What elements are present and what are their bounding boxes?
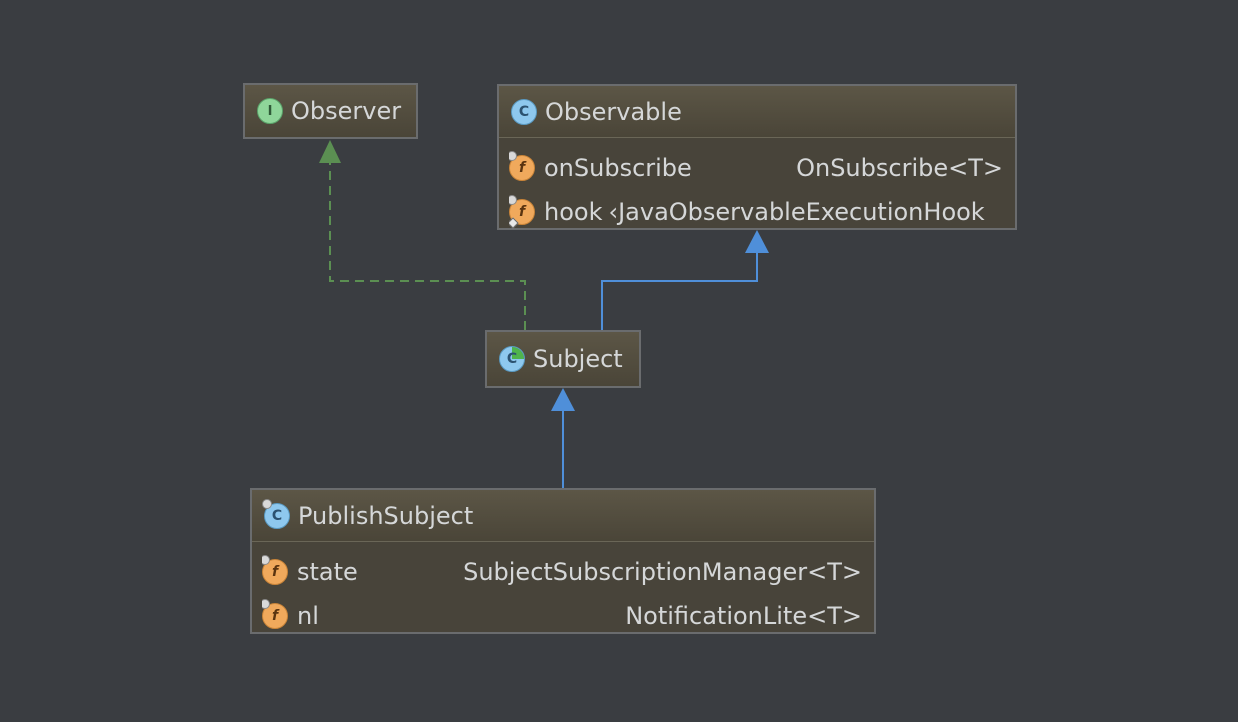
uml-node-subject[interactable]: C Subject bbox=[485, 330, 641, 388]
field-name: hook bbox=[544, 198, 603, 226]
abstract-class-icon: C bbox=[499, 346, 525, 372]
class-icon: C bbox=[511, 98, 537, 125]
field-list: f state SubjectSubscriptionManager<T> f … bbox=[252, 542, 874, 638]
edge-publishsubject-extends-subject bbox=[551, 388, 575, 489]
edge-subject-extends-observable bbox=[601, 230, 769, 330]
node-title: Subject bbox=[533, 345, 623, 373]
pin-icon bbox=[262, 498, 272, 509]
pin-icon bbox=[262, 555, 270, 565]
node-title: PublishSubject bbox=[298, 501, 474, 530]
uml-node-observer[interactable]: I Observer bbox=[243, 83, 418, 139]
field-row[interactable]: f hook ‹JavaObservableExecutionHook bbox=[509, 190, 1003, 234]
field-type: OnSubscribe<T> bbox=[796, 154, 1003, 182]
field-type: NotificationLite<T> bbox=[625, 602, 862, 630]
field-name: onSubscribe bbox=[544, 154, 692, 182]
pin-icon bbox=[509, 151, 517, 161]
extends-arrowhead bbox=[551, 388, 575, 411]
field-row[interactable]: f state SubjectSubscriptionManager<T> bbox=[262, 550, 862, 594]
final-class-icon: C bbox=[262, 498, 290, 529]
field-type: ‹JavaObservableExecutionHook bbox=[608, 198, 985, 226]
static-marker-icon bbox=[509, 217, 519, 229]
pin-icon bbox=[262, 599, 270, 609]
node-header: C Subject bbox=[487, 332, 639, 386]
field-name: nl bbox=[297, 602, 319, 630]
uml-node-observable[interactable]: C Observable f onSubscribe OnSubscribe<T… bbox=[497, 84, 1017, 230]
field-icon: f bbox=[262, 599, 288, 629]
field-icon: f bbox=[262, 555, 288, 585]
field-name: state bbox=[297, 558, 358, 586]
edge-subject-implements-observer bbox=[319, 140, 526, 330]
interface-icon: I bbox=[257, 98, 283, 124]
static-field-icon: f bbox=[509, 195, 535, 229]
pin-icon bbox=[509, 195, 517, 205]
extends-arrowhead bbox=[745, 230, 769, 253]
node-header: C PublishSubject bbox=[252, 490, 874, 542]
field-icon: f bbox=[509, 151, 535, 181]
implements-arrowhead bbox=[319, 140, 341, 163]
node-header: I Observer bbox=[245, 85, 416, 137]
field-row[interactable]: f nl NotificationLite<T> bbox=[262, 594, 862, 638]
field-row[interactable]: f onSubscribe OnSubscribe<T> bbox=[509, 146, 1003, 190]
node-title: Observer bbox=[291, 97, 402, 125]
node-title: Observable bbox=[545, 97, 682, 126]
field-type: SubjectSubscriptionManager<T> bbox=[463, 558, 862, 586]
node-header: C Observable bbox=[499, 86, 1015, 138]
uml-node-publish-subject[interactable]: C PublishSubject f state SubjectSubscrip… bbox=[250, 488, 876, 634]
field-list: f onSubscribe OnSubscribe<T> f hook ‹Jav… bbox=[499, 138, 1015, 234]
